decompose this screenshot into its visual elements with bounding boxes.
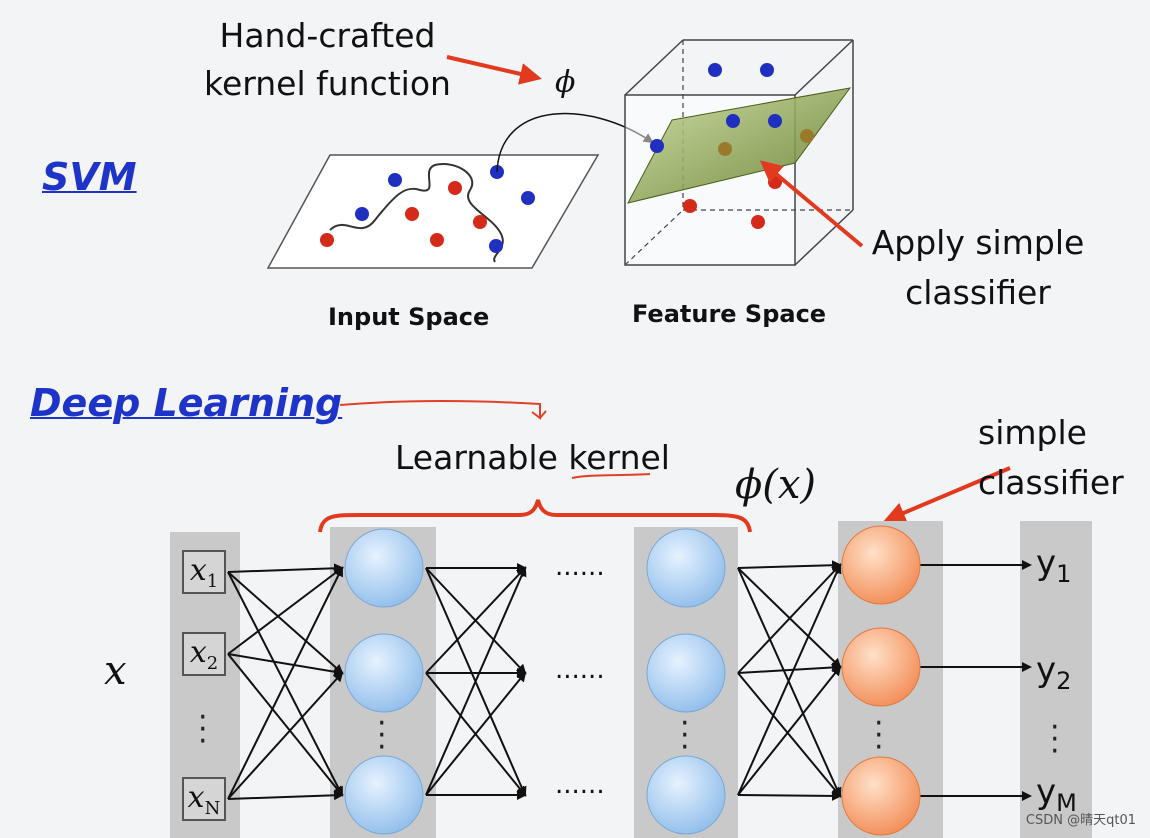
- apply-simple-classifier-line1: Apply simple: [871, 223, 1085, 262]
- output-node: [841, 627, 921, 707]
- handdrawn-arrow: [339, 400, 547, 420]
- edge-hidden-output: [737, 560, 842, 571]
- edge-hidden-output: [737, 672, 842, 798]
- edge-input-hidden1: [227, 790, 344, 801]
- feature-point-blue: [708, 63, 722, 77]
- separating-hyperplane: [627, 87, 852, 204]
- hand-crafted-kernel-label: Hand-crafted kernel function: [200, 12, 455, 108]
- input-point-blue: [489, 239, 503, 253]
- kernel-arrow: [446, 55, 542, 85]
- output-y1: y1: [1036, 543, 1072, 588]
- hidden-node: [646, 755, 726, 835]
- output-node-vertical-ellipsis: ···: [874, 706, 884, 765]
- edge-input-hidden1: [227, 566, 343, 800]
- hidden-node: [344, 528, 424, 608]
- hidden-node: [646, 633, 726, 713]
- hidden-node: [344, 755, 424, 835]
- apply-simple-classifier-label: Apply simple classifier: [868, 218, 1088, 318]
- deep-learning-title[interactable]: Deep Learning: [30, 381, 343, 425]
- edge-input-hidden1: [227, 653, 344, 677]
- input-x1-text: x1: [189, 553, 219, 592]
- output-label-column: [1020, 521, 1092, 838]
- edge-input-hidden1: [227, 653, 344, 797]
- edge-input-hidden1: [227, 563, 344, 574]
- output-label-vertical-ellipsis: ···: [1050, 710, 1060, 769]
- edge-hidden1-dots: [425, 671, 527, 796]
- input-node-xN: xN: [182, 777, 226, 821]
- feature-point-red: [800, 129, 814, 143]
- learnable-kernel-brace: [318, 499, 752, 533]
- input-point-blue: [388, 173, 402, 187]
- hidden1-vertical-ellipsis: ···: [377, 706, 387, 765]
- edge-hidden-output: [737, 790, 842, 801]
- edge-input-hidden1: [227, 571, 344, 675]
- input-space-label: Input Space: [328, 303, 490, 331]
- edge-hidden1-dots: [425, 566, 527, 674]
- feature-point-blue: [650, 139, 664, 153]
- edge-hidden-output: [737, 665, 842, 796]
- hidden-node: [646, 528, 726, 608]
- hidden-last-vertical-ellipsis: ···: [680, 706, 690, 765]
- hand-crafted-kernel-line1: Hand-crafted: [219, 16, 436, 55]
- watermark: CSDN @晴天qt01: [1025, 813, 1136, 828]
- phi-x-label: ϕ(x): [735, 462, 817, 508]
- simple-classifier-line2: classifier: [978, 463, 1124, 502]
- input-vector-symbol: x: [104, 648, 127, 694]
- dots-row-3: ......: [555, 770, 605, 800]
- output-yM: yM: [1036, 772, 1077, 817]
- feature-point-blue: [726, 114, 740, 128]
- hidden-node: [344, 633, 424, 713]
- dots-row-1: ......: [555, 552, 605, 582]
- input-point-red: [448, 181, 462, 195]
- edge-input-hidden1: [227, 671, 344, 800]
- apply-simple-classifier-line2: classifier: [905, 273, 1051, 312]
- simple-classifier-label: simple classifier: [978, 408, 1138, 508]
- feature-point-red: [751, 215, 765, 229]
- edge-hidden1-dots: [425, 566, 527, 796]
- edge-hidden-output: [737, 662, 842, 674]
- simple-classifier-line1: simple: [978, 413, 1087, 452]
- feature-point-red: [718, 142, 732, 156]
- input-xN-text: xN: [187, 780, 221, 819]
- output-y2: y2: [1036, 650, 1072, 695]
- feature-point-red: [683, 199, 697, 213]
- phi-symbol: ϕ: [555, 65, 576, 100]
- edge-input-hidden1: [227, 566, 344, 655]
- feature-point-blue: [760, 63, 774, 77]
- input-node-x1: x1: [182, 550, 226, 594]
- network-nodes: [344, 525, 921, 836]
- input-space-boundary-curve: [329, 163, 504, 263]
- feature-space-label: Feature Space: [632, 300, 827, 328]
- input-point-blue: [521, 191, 535, 205]
- edge-hidden-output: [737, 567, 842, 669]
- output-node: [841, 525, 921, 605]
- input-node-x2: x2: [182, 632, 226, 676]
- input-point-red: [320, 233, 334, 247]
- hand-crafted-kernel-line2: kernel function: [204, 64, 451, 103]
- learnable-kernel-label: Learnable kernel: [395, 438, 670, 477]
- feature-point-blue: [768, 114, 782, 128]
- classifier-arrow-top: [759, 160, 864, 248]
- output-node: [841, 756, 921, 836]
- classifier-arrow-bottom: [883, 466, 1011, 524]
- input-point-blue: [355, 207, 369, 221]
- dots-row-2: ......: [555, 655, 605, 685]
- edge-hidden-output: [737, 563, 842, 674]
- edge-hidden-output: [737, 563, 842, 796]
- input-vertical-ellipsis: ···: [198, 700, 208, 759]
- kernel-underline: [571, 473, 651, 479]
- input-point-red: [405, 207, 419, 221]
- svm-title[interactable]: SVM: [42, 155, 137, 199]
- input-point-red: [430, 233, 444, 247]
- network-edges: [227, 560, 1032, 801]
- input-space-points: [320, 165, 535, 253]
- input-space-plane: [266, 154, 600, 269]
- input-x2-text: x2: [189, 635, 219, 674]
- input-point-red: [473, 215, 487, 229]
- feature-space-points-above: [650, 63, 814, 156]
